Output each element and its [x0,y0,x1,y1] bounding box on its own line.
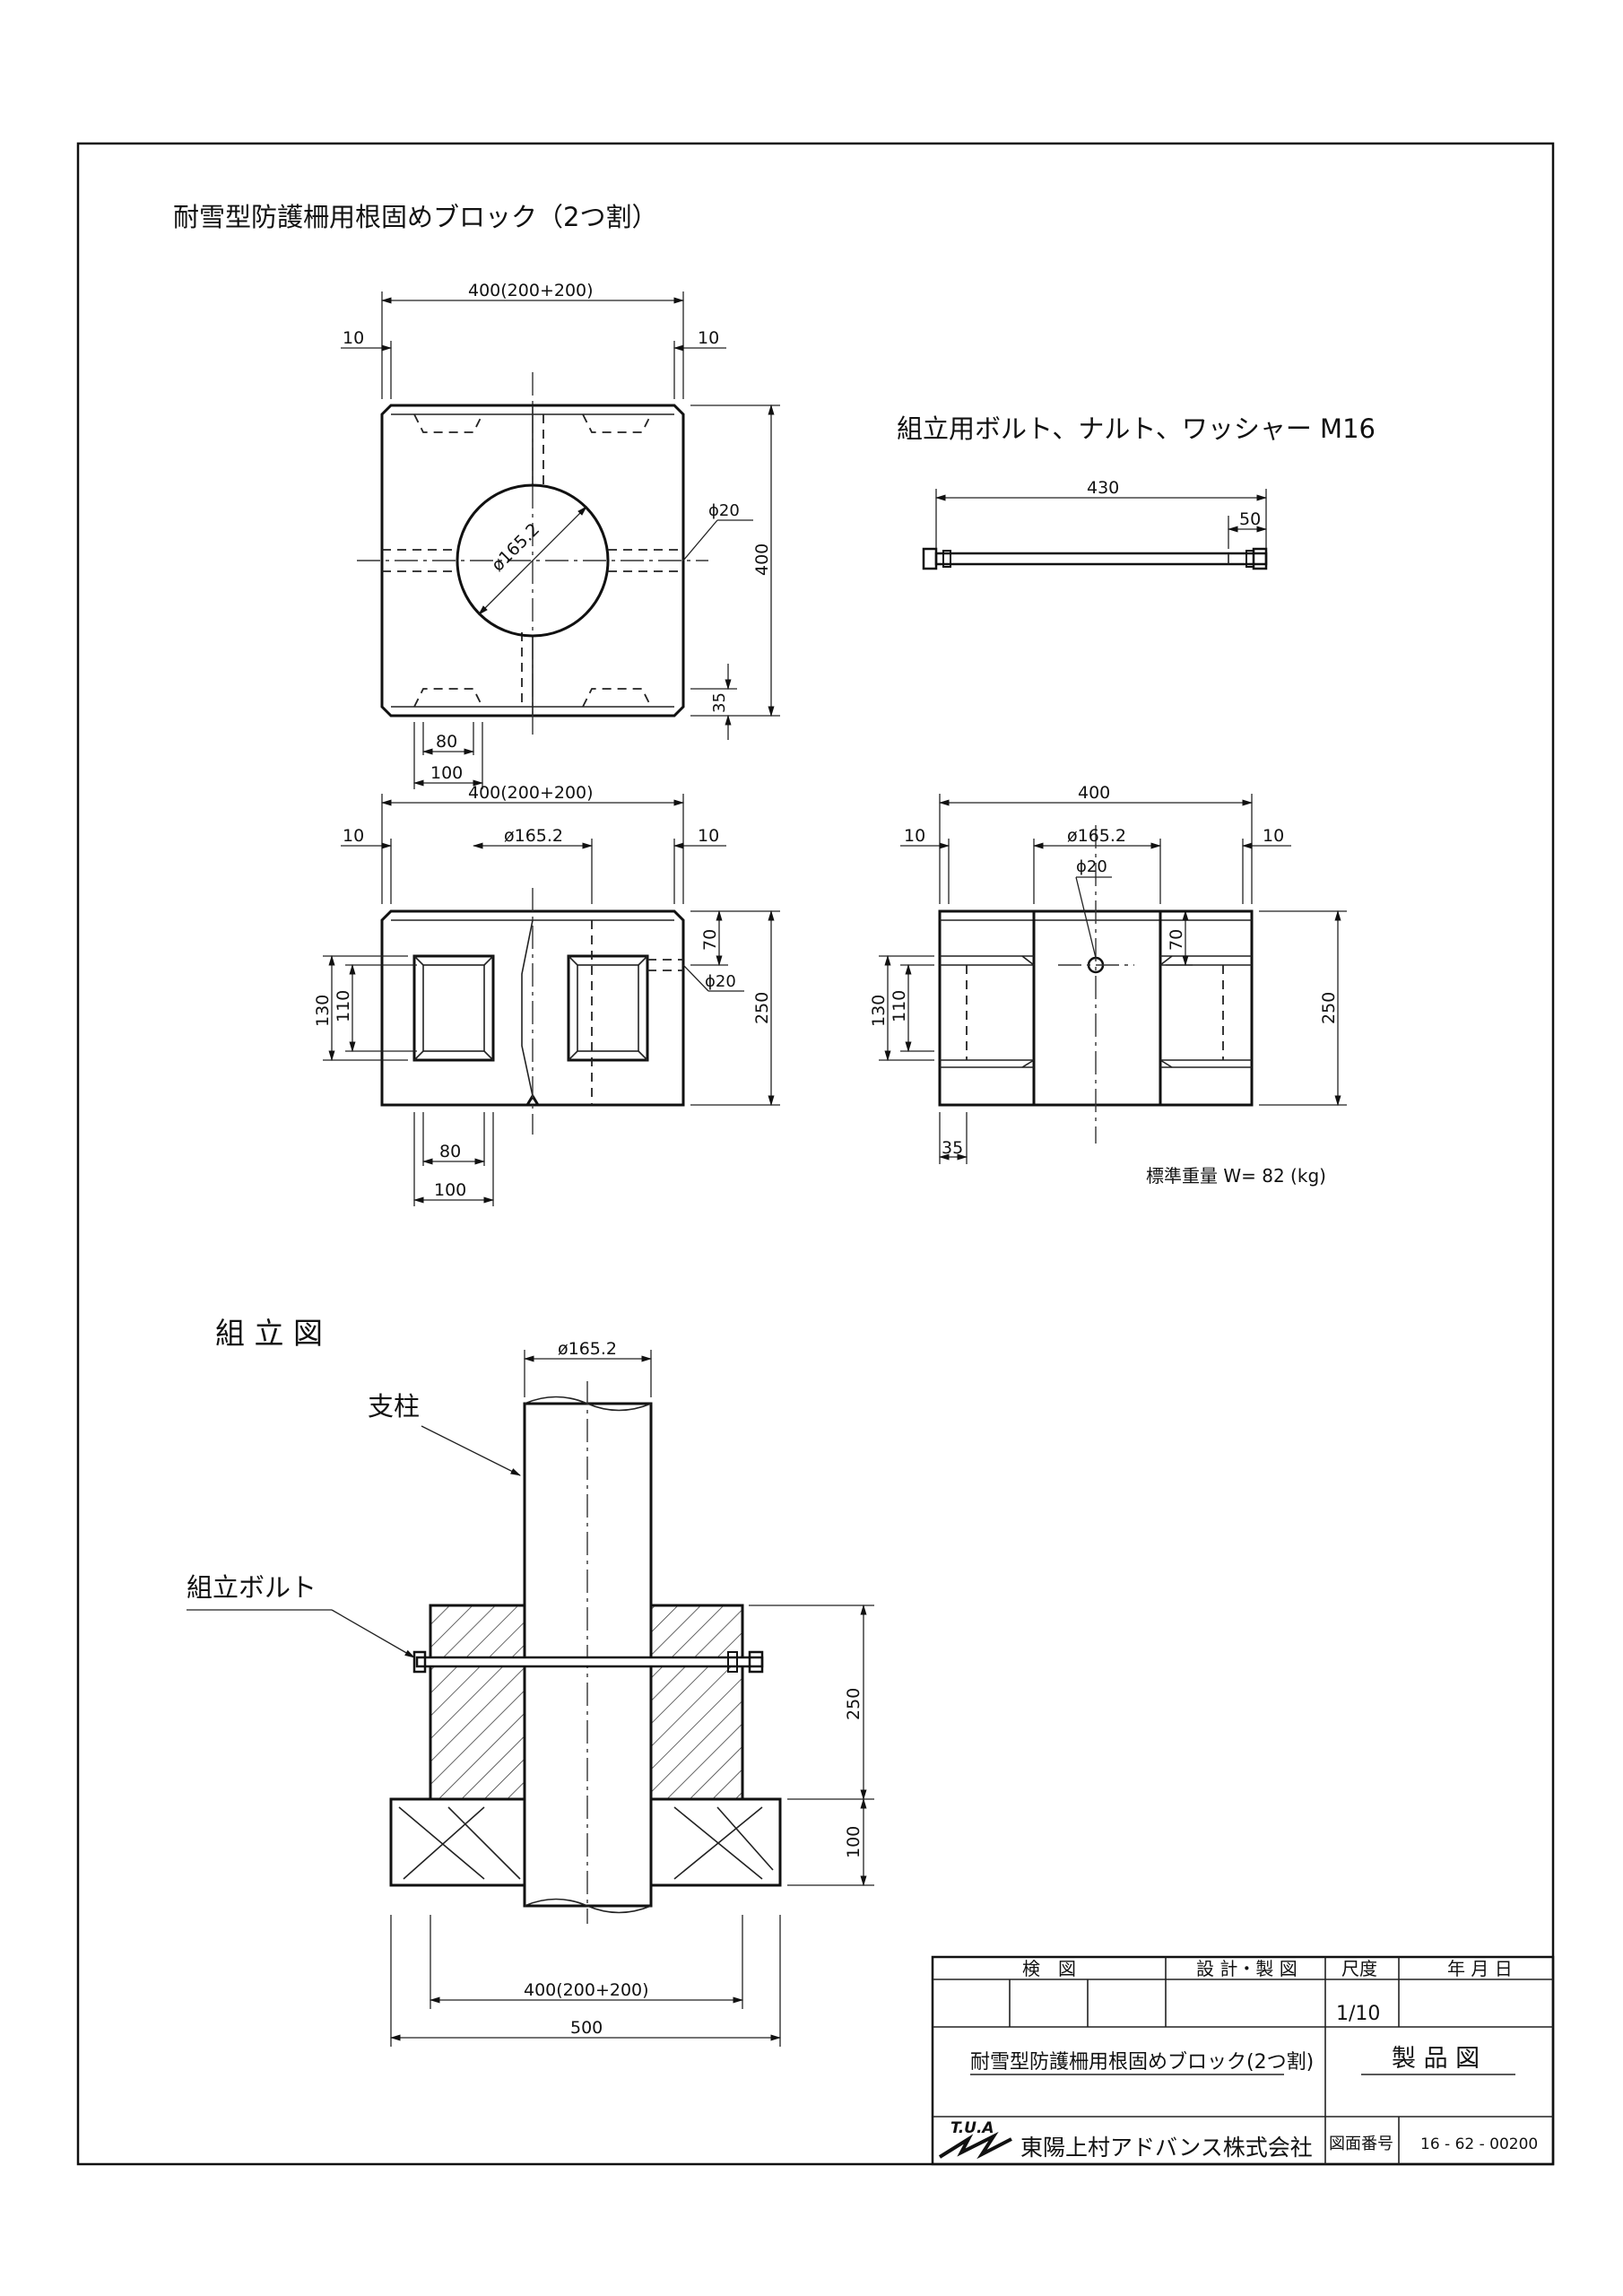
tb-drawing-number: 16 - 62 - 00200 [1420,2135,1538,2153]
assembly-heading: 組 立 図 [215,1316,323,1351]
side-edge-left-label: 10 [904,826,925,846]
front-70-label: 70 [700,929,720,951]
pipe-hole [456,483,610,638]
top-view: ø165.2 ϕ20 400(200+200) 10 10 400 35 [341,281,780,789]
assembly-500-label: 500 [570,2018,603,2038]
base-hatch [398,1806,774,1880]
company-logo-icon [938,2131,1012,2160]
side-width-label: 400 [1078,783,1110,803]
front-width-label: 400(200+200) [468,783,594,803]
front-height-label: 250 [752,992,772,1024]
assembly-bolt [415,1656,764,1668]
front-pin-label: ϕ20 [705,972,736,991]
front-100-label: 100 [434,1180,466,1200]
assembly-dia-label: ø165.2 [558,1339,617,1359]
side-hole-dia-label: ø165.2 [1067,826,1126,846]
tb-product-name: 耐雪型防護柵用根固めブロック(2つ割) [970,2051,1314,2074]
assembly-250-label: 250 [844,1688,864,1720]
tb-check-header: 検 図 [1022,1958,1076,1979]
block-left [429,1604,526,1801]
tb-drawing-number-label: 図面番号 [1329,2135,1393,2153]
top-edge-right-label: 10 [698,328,719,348]
side-110-label: 110 [890,990,909,1022]
tb-scale-value: 1/10 [1336,2003,1380,2025]
bolt-shaft [934,552,1268,566]
front-110-label: 110 [334,990,353,1022]
top-80-label: 80 [436,732,457,752]
drawing-border [76,142,1555,2166]
tb-design-header: 設 計・製 図 [1196,1958,1298,1979]
block-right [649,1604,744,1801]
assembly-400-label: 400(200+200) [524,1980,649,2000]
tb-scale-header: 尺度 [1341,1958,1377,1979]
bolt-view: 組立用ボルト、ナルト、ワッシャー M16 430 50 [897,413,1376,570]
label-bolt: 組立ボルト [187,1572,317,1603]
tb-drawing-type: 製 品 図 [1392,2045,1480,2073]
standard-weight: 標準重量 W= 82 (kg) [1146,1165,1326,1187]
drawing-title: 耐雪型防護柵用根固めブロック（2つ割） [173,202,657,232]
front-view: 400(200+200) 10 10 ø165.2 70 ϕ20 250 130… [313,783,780,1206]
top-height-label: 400 [752,544,772,576]
top-100-label: 100 [430,763,463,783]
top-pin-label: ϕ20 [708,501,740,520]
tb-company-name: 東陽上村アドバンス株式会社 [1020,2135,1313,2161]
tb-date-header: 年 月 日 [1447,1958,1513,1979]
top-hole-dia-label: ø165.2 [488,519,543,575]
top-edge-left-label: 10 [343,328,364,348]
side-70-label: 70 [1167,929,1186,951]
front-80-label: 80 [439,1142,461,1161]
label-post: 支柱 [368,1391,420,1422]
side-height-label: 250 [1319,992,1339,1024]
side-pin-label: ϕ20 [1076,857,1107,876]
bolt-length-label: 430 [1087,478,1119,498]
top-width-label: 400(200+200) [468,281,594,300]
front-hole-dia-label: ø165.2 [504,826,563,846]
front-edge-right-label: 10 [698,826,719,846]
front-130-label: 130 [313,995,333,1027]
top-35-label: 35 [710,692,729,713]
bolt-title: 組立用ボルト、ナルト、ワッシャー M16 [897,413,1376,444]
side-edge-right-label: 10 [1263,826,1284,846]
side-130-label: 130 [869,995,889,1027]
side-35-label: 35 [942,1138,963,1158]
front-edge-left-label: 10 [343,826,364,846]
assembly-100-label: 100 [844,1826,864,1858]
side-view: 400 10 10 ø165.2 ϕ20 70 250 130 110 [869,783,1347,1187]
title-block: 検 図 設 計・製 図 尺度 年 月 日 1/10 耐雪型防護柵用根固めブロック… [931,1955,1555,2166]
assembly-view: 組 立 図 ø165.2 支柱 組立ボルト [187,1316,874,2047]
bolt-thread-label: 50 [1239,509,1261,529]
tb-company-logo: T.U.A [950,2119,994,2137]
